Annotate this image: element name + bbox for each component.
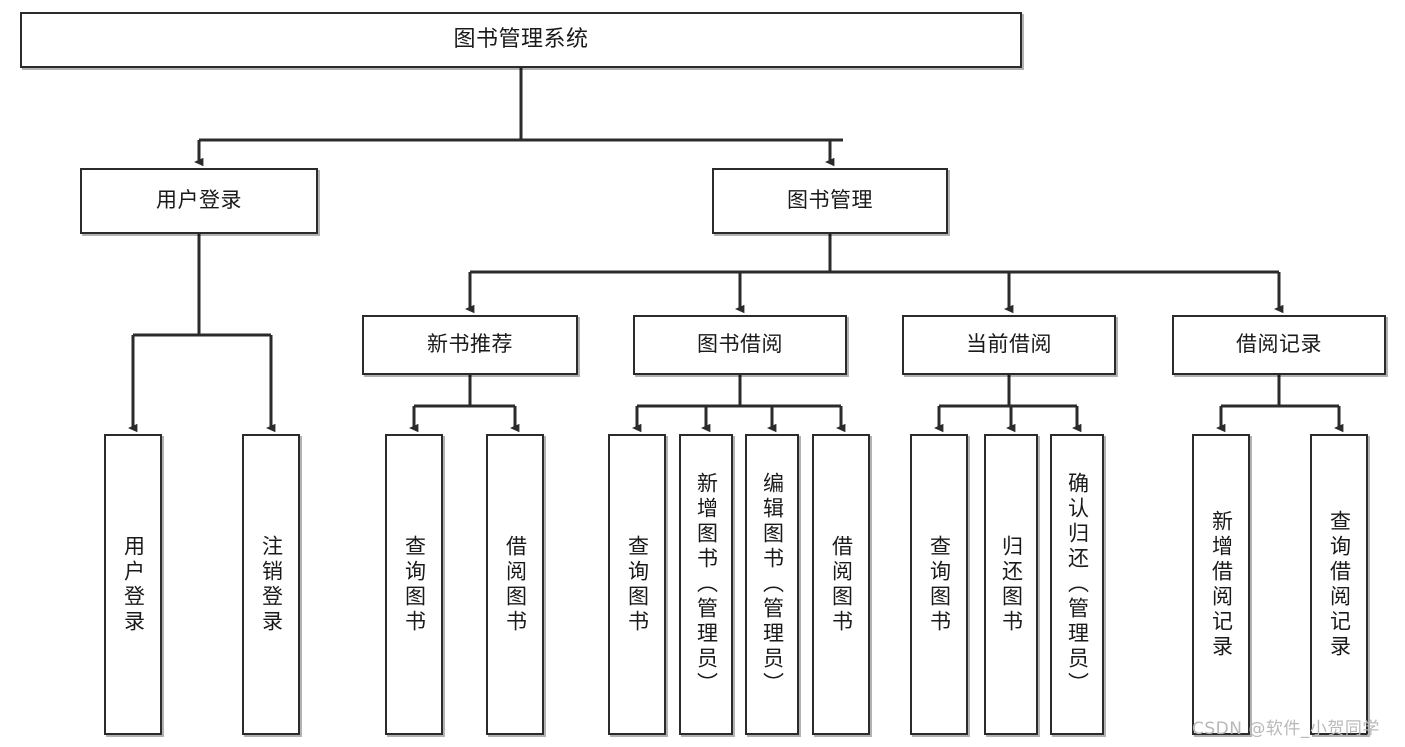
- node-label: 借阅图书: [829, 534, 854, 635]
- node-leaf-user-login[interactable]: 用户登录: [104, 434, 162, 735]
- node-leaf-edit-book-admin[interactable]: 编辑图书（管理员）: [745, 434, 799, 735]
- node-user-login[interactable]: 用户登录: [80, 168, 318, 234]
- node-current-borrow[interactable]: 当前借阅: [902, 315, 1116, 375]
- node-leaf-query-book-3[interactable]: 查询图书: [910, 434, 968, 735]
- node-leaf-logout-login[interactable]: 注销登录: [242, 434, 300, 735]
- node-label: 确认归还（管理员）: [1065, 472, 1090, 697]
- node-leaf-borrow-book-2[interactable]: 借阅图书: [812, 434, 870, 735]
- node-label: 借阅图书: [503, 534, 528, 635]
- node-label: 查询借阅记录: [1327, 509, 1352, 660]
- node-label: 编辑图书（管理员）: [760, 472, 785, 697]
- node-label: 当前借阅: [966, 332, 1052, 357]
- node-label: 图书借阅: [697, 332, 783, 357]
- node-label: 查询图书: [625, 534, 650, 635]
- node-label: 新增图书（管理员）: [694, 472, 719, 697]
- node-leaf-query-book-1[interactable]: 查询图书: [385, 434, 443, 735]
- node-label: 注销登录: [259, 534, 284, 635]
- node-label: 新书推荐: [427, 332, 513, 357]
- node-label: 用户登录: [156, 188, 242, 213]
- node-root-system[interactable]: 图书管理系统: [20, 12, 1022, 68]
- node-leaf-query-book-2[interactable]: 查询图书: [608, 434, 666, 735]
- node-label: 新增借阅记录: [1209, 509, 1234, 660]
- node-label: 图书管理: [787, 188, 873, 213]
- node-label: 图书管理系统: [453, 26, 589, 52]
- node-label: 用户登录: [121, 534, 146, 635]
- node-borrow-record[interactable]: 借阅记录: [1172, 315, 1386, 375]
- node-label: 借阅记录: [1236, 332, 1322, 357]
- node-book-manage[interactable]: 图书管理: [712, 168, 948, 234]
- node-leaf-add-book-admin[interactable]: 新增图书（管理员）: [679, 434, 733, 735]
- node-leaf-query-borrow-record[interactable]: 查询借阅记录: [1310, 434, 1368, 735]
- node-new-book-recommend[interactable]: 新书推荐: [362, 315, 578, 375]
- node-label: 归还图书: [999, 534, 1024, 635]
- watermark-text: CSDN @软件_小贺同学: [1192, 719, 1380, 739]
- node-leaf-confirm-return-admin[interactable]: 确认归还（管理员）: [1050, 434, 1104, 735]
- node-leaf-borrow-book-1[interactable]: 借阅图书: [486, 434, 544, 735]
- node-leaf-add-borrow-record[interactable]: 新增借阅记录: [1192, 434, 1250, 735]
- node-leaf-return-book[interactable]: 归还图书: [984, 434, 1038, 735]
- node-book-borrow[interactable]: 图书借阅: [633, 315, 847, 375]
- node-label: 查询图书: [402, 534, 427, 635]
- node-label: 查询图书: [927, 534, 952, 635]
